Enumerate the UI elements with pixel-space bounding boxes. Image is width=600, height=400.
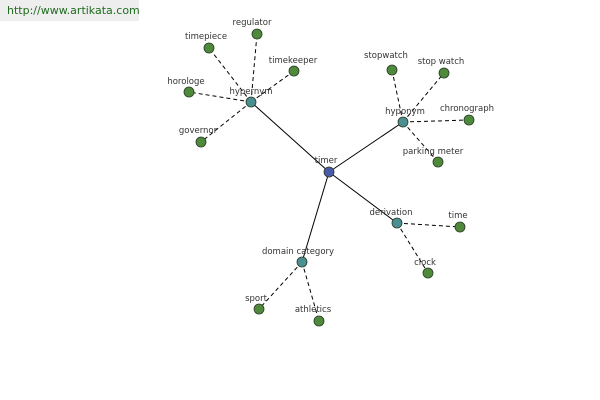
graph-labels: timer hypernym regulator timepiece timekeepe… (167, 18, 494, 315)
edge-hypernym-regulator (250, 33, 258, 103)
relation-label-derivation[interactable]: derivation (369, 208, 412, 218)
word-label-parking-meter[interactable]: parking meter (403, 147, 464, 157)
word-node-parking-meter[interactable] (432, 156, 444, 168)
word-node-timepiece[interactable] (203, 42, 215, 54)
center-label-timer[interactable]: timer (315, 156, 338, 166)
edge-timer-derivation (328, 171, 398, 224)
source-url-bar: http://www.artikata.com (0, 0, 140, 21)
word-label-chronograph[interactable]: chronograph (440, 104, 494, 114)
word-node-governor[interactable] (195, 136, 207, 148)
word-label-stopwatch[interactable]: stopwatch (364, 51, 408, 61)
word-label-horologe[interactable]: horologe (167, 77, 204, 87)
word-node-time[interactable] (454, 221, 466, 233)
edge-hypernym-horologe (188, 91, 252, 103)
edge-derivation-time (396, 222, 461, 228)
relation-label-hypernym[interactable]: hypernym (229, 87, 272, 97)
word-label-clock[interactable]: clock (414, 258, 436, 268)
word-node-clock[interactable] (422, 267, 434, 279)
graph-edges (188, 33, 470, 322)
relation-node-hyponym[interactable] (397, 116, 409, 128)
word-node-regulator[interactable] (251, 28, 263, 40)
word-node-horologe[interactable] (183, 86, 195, 98)
word-label-athletics[interactable]: athletics (295, 305, 332, 315)
word-node-athletics[interactable] (313, 315, 325, 327)
word-label-regulator[interactable]: regulator (233, 18, 272, 28)
word-node-sport[interactable] (253, 303, 265, 315)
edge-timer-hypernym (250, 101, 330, 173)
source-url-link[interactable]: http://www.artikata.com (7, 4, 140, 17)
edge-hyponym-parking-meter (402, 121, 439, 163)
edge-derivation-clock (396, 222, 429, 274)
edge-hypernym-governor (200, 101, 252, 143)
word-label-timepiece[interactable]: timepiece (185, 32, 227, 42)
edge-hyponym-stop-watch (402, 72, 445, 123)
word-label-sport[interactable]: sport (245, 294, 268, 304)
word-label-timekeeper[interactable]: timekeeper (269, 56, 318, 66)
edge-hypernym-timepiece (208, 47, 252, 103)
edge-domain-category-sport (258, 261, 303, 310)
word-label-time[interactable]: time (448, 211, 467, 221)
word-node-chronograph[interactable] (463, 114, 475, 126)
edge-hyponym-stopwatch (391, 69, 404, 123)
edge-hypernym-timekeeper (250, 70, 295, 103)
edge-domain-category-athletics (301, 261, 320, 322)
edge-hyponym-chronograph (402, 119, 470, 123)
relation-node-derivation[interactable] (391, 217, 403, 229)
edge-timer-hyponym (328, 121, 404, 173)
relation-label-hyponym[interactable]: hyponym (385, 107, 425, 117)
edge-timer-domain-category (301, 171, 330, 263)
word-node-timekeeper[interactable] (288, 65, 300, 77)
relation-label-domain-category[interactable]: domain category (262, 247, 334, 257)
word-label-stop-watch[interactable]: stop watch (418, 57, 465, 67)
word-node-stop-watch[interactable] (438, 67, 450, 79)
relation-node-hypernym[interactable] (245, 96, 257, 108)
graph-nodes (183, 28, 475, 327)
center-node-timer[interactable] (323, 166, 335, 178)
word-label-governor[interactable]: governor (179, 126, 218, 136)
word-node-stopwatch[interactable] (386, 64, 398, 76)
relation-node-domain-category[interactable] (296, 256, 308, 268)
